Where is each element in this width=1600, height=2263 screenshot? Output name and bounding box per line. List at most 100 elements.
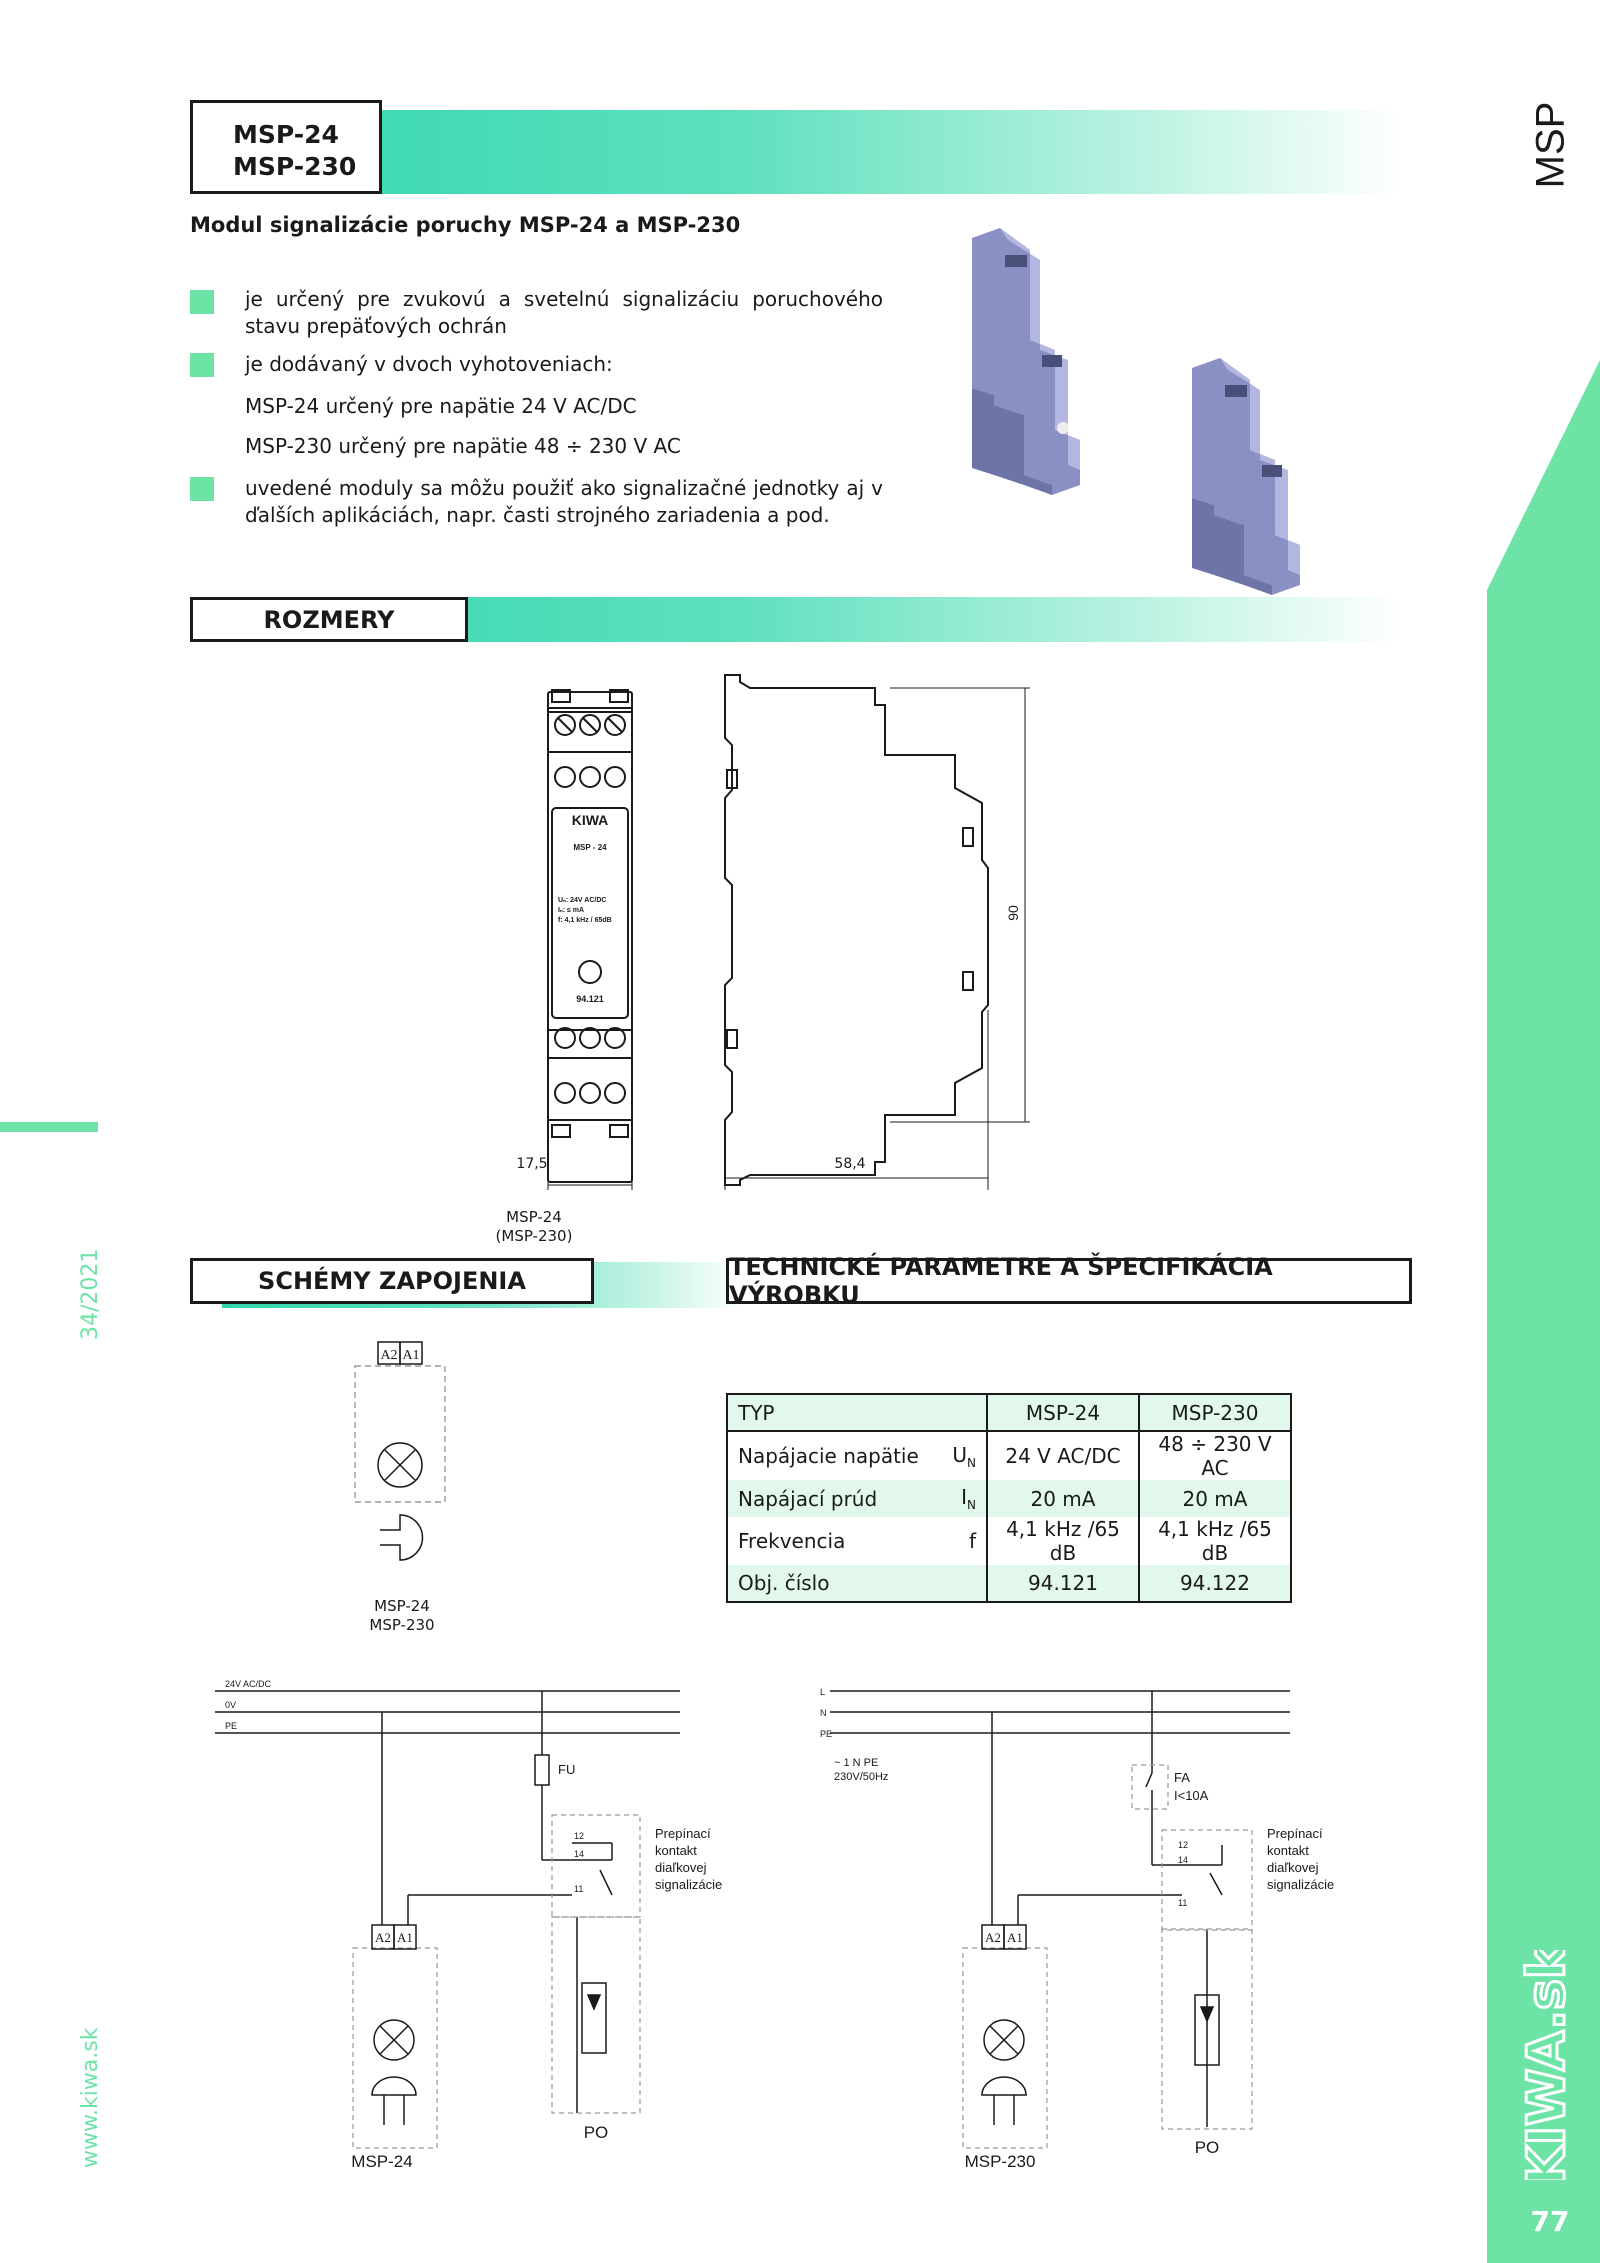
row-name: Napájací prúd: [738, 1486, 878, 1511]
device-label: MSP-24: [351, 2152, 412, 2171]
side-tab-label: MSP: [1529, 102, 1573, 189]
depth-dimension: [724, 1010, 989, 1190]
side-green-triangle: [1487, 360, 1600, 600]
contact-label-4: signalizácie: [1267, 1877, 1334, 1892]
scheme-symbols-2: [377, 1442, 424, 1561]
scheme-caption-1: MSP-24: [374, 1597, 430, 1615]
brand-logo: KIWA.sk: [1516, 1950, 1579, 2180]
row-value-msp230: 4,1 kHz /65 dB: [1138, 1517, 1292, 1565]
terminal-11: 11: [1178, 1898, 1187, 1908]
table-row: Frekvencia f 4,1 kHz /65 dB 4,1 kHz /65 d…: [726, 1517, 1292, 1565]
breaker-label-2: I<10A: [1174, 1788, 1209, 1803]
product-device-1: [972, 228, 1080, 495]
front-brand: KIWA: [572, 812, 609, 828]
height-label: 90: [1005, 905, 1021, 921]
terminal-12: 12: [1178, 1840, 1188, 1850]
side-green-strip: [1487, 590, 1600, 2263]
breaker-label-1: FA: [1174, 1770, 1190, 1785]
variant-text-2: MSP-230 určený pre napätie 48 ÷ 230 V AC: [245, 434, 681, 458]
contact-label-3: diaľkovej: [655, 1860, 707, 1875]
product-image: [972, 228, 1300, 595]
dimension-caption-2: (MSP-230): [495, 1227, 573, 1245]
supply-label-1: ~ 1 N PE: [834, 1757, 878, 1769]
front-spec-1: Uₙ: 24V AC/DC: [558, 897, 606, 904]
line-label-2: 0V: [225, 1700, 236, 1710]
dimension-caption: MSP-24 (MSP-230): [490, 1208, 578, 1246]
contact-label-1: Prepínací: [655, 1826, 711, 1841]
front-model: MSP - 24: [573, 843, 607, 852]
scheme-caption: MSP-24 MSP-230: [362, 1597, 442, 1635]
lamp-icon: [373, 2019, 415, 2061]
scheme-block-diagram: A2 A1: [354, 1341, 446, 1503]
row-symbol: f: [968, 1529, 976, 1553]
dimension-drawing: KIWA MSP - 24 Uₙ: 24V AC/DC Iₙ: ≤ mA f: …: [547, 674, 1030, 1190]
width-label: 17,5: [516, 1156, 548, 1172]
device-label: MSP-230: [965, 2152, 1036, 2171]
line-label-3: PE: [820, 1729, 832, 1739]
row-symbol: IN: [961, 1485, 976, 1512]
front-spec-2: Iₙ: ≤ mA: [558, 907, 584, 914]
bullet-text-1: je určený pre zvukovú a svetelnú signali…: [245, 287, 883, 338]
row-name: Frekvencia: [738, 1529, 846, 1553]
dimension-caption-1: MSP-24: [506, 1208, 562, 1226]
svg-text:MSP: MSP: [1529, 102, 1573, 189]
row-name: Napájacie napätie: [738, 1444, 919, 1468]
subtitle: Modul signalizácie poruchy MSP-24 a MSP-…: [190, 213, 741, 237]
section-schemes: SCHÉMY ZAPOJENIA: [190, 1258, 594, 1304]
po-label: PO: [584, 2123, 609, 2142]
terminal-14: 14: [1178, 1855, 1188, 1865]
table-header-row: TYP MSP-24 MSP-230: [726, 1394, 1292, 1432]
row-value-msp24: 20 mA: [986, 1480, 1140, 1517]
height-dimension: [890, 687, 1030, 1123]
header-cell-msp24: MSP-24: [986, 1394, 1140, 1432]
row-value-msp24: 24 V AC/DC: [986, 1431, 1140, 1480]
depth-label: 58,4: [834, 1156, 866, 1172]
row-name: Obj. číslo: [738, 1571, 830, 1595]
page-number: 77: [1530, 2205, 1570, 2238]
lamp-icon: [983, 2019, 1025, 2061]
spec-table: TYP MSP-24 MSP-230 Napájacie napätie UN 2…: [726, 1393, 1292, 1603]
variant-text-1: MSP-24 určený pre napätie 24 V AC/DC: [245, 394, 637, 418]
issue-label: 34/2021: [78, 1248, 103, 1340]
model-title-box: MSP-24 MSP-230: [190, 100, 382, 194]
row-symbol: UN: [952, 1442, 976, 1470]
header-cell-msp230: MSP-230: [1138, 1394, 1292, 1432]
scheme-a1: A1: [402, 1348, 419, 1363]
po-label: PO: [1195, 2138, 1220, 2157]
terminal-a1: A1: [397, 1930, 413, 1945]
fuse-label: FU: [558, 1762, 575, 1777]
front-spec-3: f: 4,1 kHz / 65dB: [558, 917, 612, 924]
row-value-msp24: 4,1 kHz /65 dB: [986, 1517, 1140, 1565]
bullet-marker: [190, 353, 214, 377]
wiring-diagram-right: L N PE ~ 1 N PE 230V/50Hz FA I<10A 12 14…: [820, 1687, 1334, 2171]
product-device-2: [1192, 358, 1300, 595]
terminal-12: 12: [574, 1831, 584, 1841]
line-label-1: 24V AC/DC: [225, 1679, 272, 1689]
terminal-11: 11: [574, 1884, 583, 1894]
terminal-a2: A2: [985, 1930, 1001, 1945]
bullet-marker: [190, 290, 214, 314]
contact-label-1: Prepínací: [1267, 1826, 1323, 1841]
table-row: Napájací prúd IN 20 mA 20 mA: [726, 1480, 1292, 1517]
side-view: [724, 674, 989, 1186]
row-value-msp230: 20 mA: [1138, 1480, 1292, 1517]
horn-icon: [371, 2076, 417, 2125]
line-label-2: N: [820, 1708, 827, 1718]
terminal-a1: A1: [1007, 1930, 1023, 1945]
lamp-icon: [377, 1442, 423, 1488]
left-accent-line: [0, 1122, 98, 1132]
horn-icon: [380, 1514, 424, 1561]
row-value-msp230: 48 ÷ 230 V AC: [1138, 1431, 1292, 1480]
bullet-text-2: je dodávaný v dvoch vyhotoveniach:: [245, 352, 613, 376]
scheme-caption-2: MSP-230: [369, 1616, 435, 1634]
table-row: Napájacie napätie UN 24 V AC/DC 48 ÷ 230 …: [726, 1431, 1292, 1480]
width-dimension: [547, 1130, 633, 1190]
contact-label-4: signalizácie: [655, 1877, 722, 1892]
section-parameters: TECHNICKÉ PARAMETRE A ŠPECIFIKÁCIA VÝROB…: [726, 1253, 1412, 1309]
model-title-1: MSP-24: [233, 120, 339, 149]
bullet-marker: [190, 477, 214, 501]
wiring-diagram-left: 24V AC/DC 0V PE FU 12 14 11 Prepínací ko…: [215, 1679, 722, 2171]
line-label-3: PE: [225, 1721, 237, 1731]
website-label: www.kiwa.sk: [78, 2027, 103, 2168]
front-view: [547, 689, 633, 1183]
